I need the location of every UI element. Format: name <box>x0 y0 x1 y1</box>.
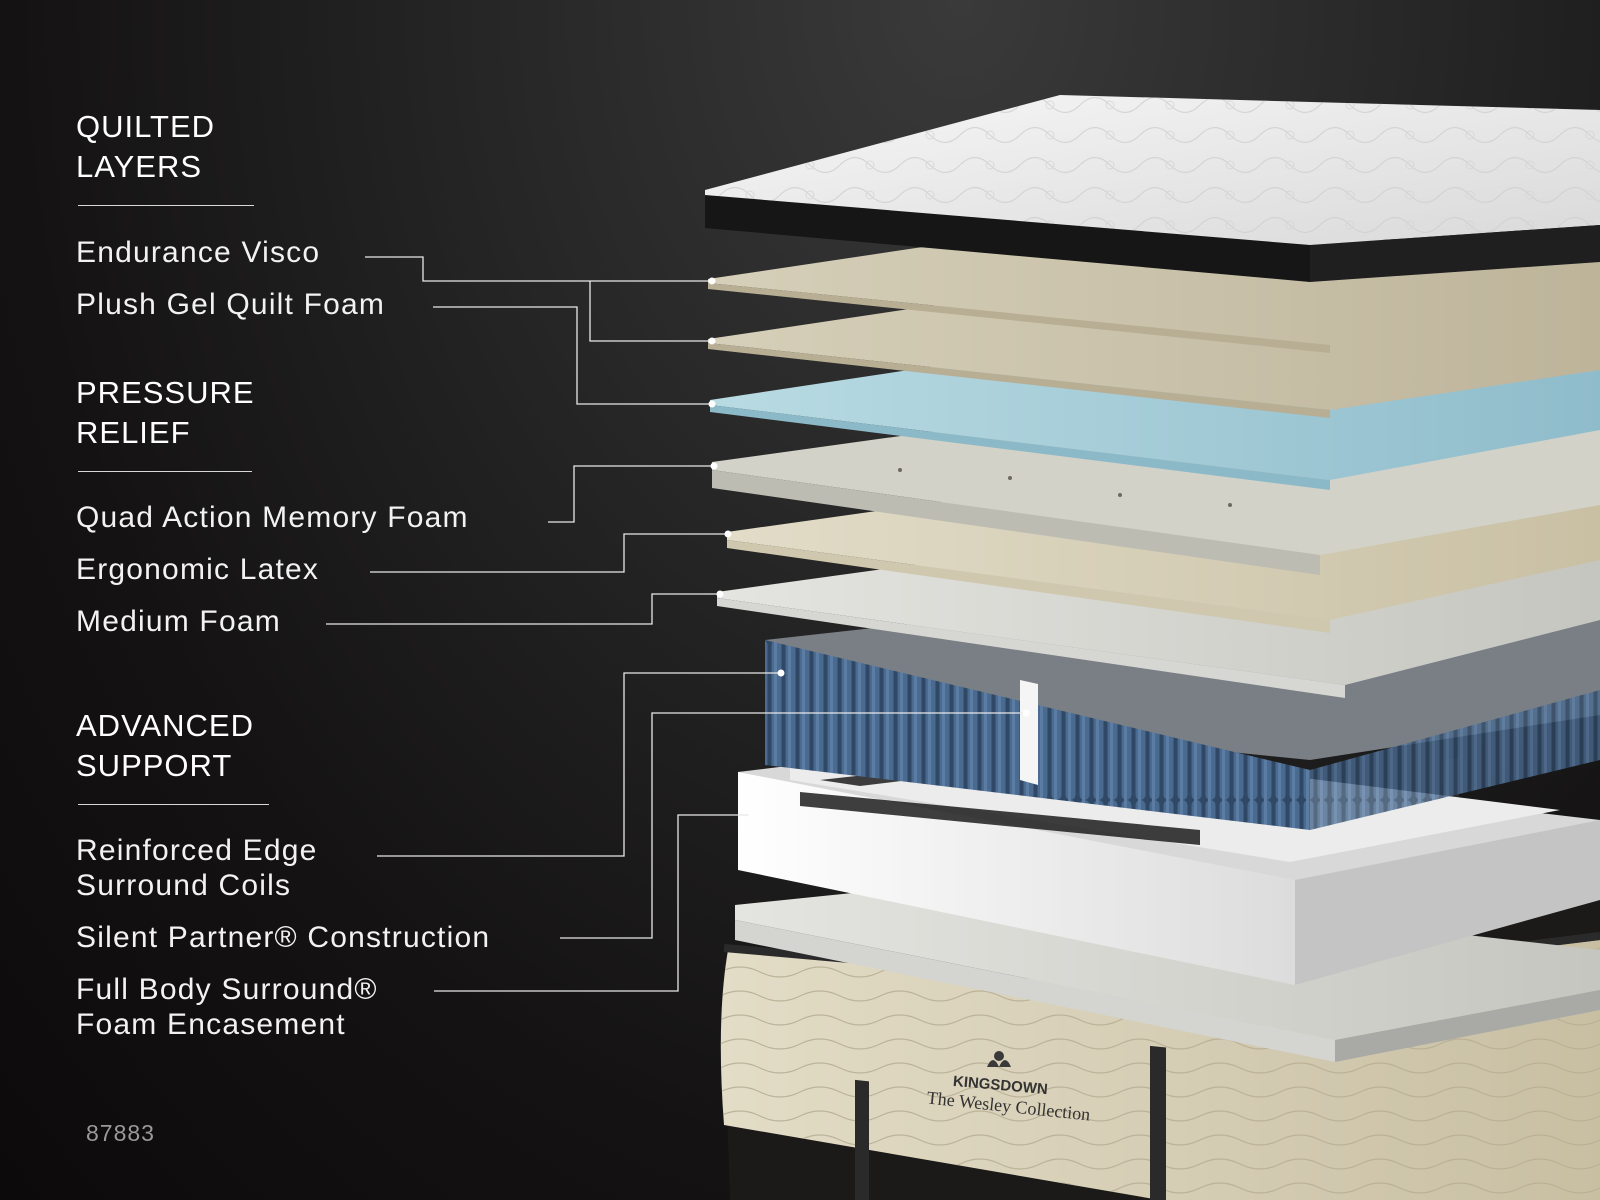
heading-advanced-support: ADVANCED SUPPORT <box>76 708 254 783</box>
leader-quad-action <box>548 465 714 523</box>
heading-quilted-layers: QUILTED LAYERS <box>76 109 216 184</box>
leader-silent-partner <box>560 712 1026 939</box>
leader-ergonomic-latex <box>370 533 728 573</box>
label-plush-gel-quilt-foam: Plush Gel Quilt Foam <box>76 288 386 321</box>
leader-full-body <box>434 814 752 992</box>
product-code: 87883 <box>86 1120 155 1146</box>
label-endurance-visco: Endurance Visco <box>76 236 321 269</box>
label-quad-action-memory-foam: Quad Action Memory Foam <box>76 501 469 534</box>
silent-partner-divider <box>1020 680 1038 785</box>
label-silent-partner-construction: Silent Partner® Construction <box>76 921 491 954</box>
label-ergonomic-latex: Ergonomic Latex <box>76 553 320 586</box>
leader-endurance-visco-2 <box>589 281 712 342</box>
label-reinforced-edge-surround-coils: Reinforced Edge Surround Coils <box>76 834 318 902</box>
handle-strap-left <box>855 1079 869 1200</box>
leader-reinforced-edge <box>377 672 781 857</box>
quilted-cover <box>705 95 1600 282</box>
label-full-body-surround-foam-encasement: Full Body Surround® Foam Encasement <box>76 973 378 1041</box>
heading-pressure-relief: PRESSURE RELIEF <box>76 375 255 450</box>
leader-plush-gel <box>433 306 712 405</box>
handle-strap-center <box>1150 1045 1166 1200</box>
bottom-foam-slab <box>735 880 1600 1062</box>
divider-quilted <box>78 205 254 206</box>
divider-support <box>78 804 269 805</box>
divider-pressure <box>78 471 252 472</box>
leader-lines <box>326 256 1026 992</box>
leader-medium-foam <box>326 593 720 625</box>
label-medium-foam: Medium Foam <box>76 605 281 638</box>
leader-dots <box>708 277 1030 819</box>
leader-endurance-visco-1 <box>365 256 712 282</box>
